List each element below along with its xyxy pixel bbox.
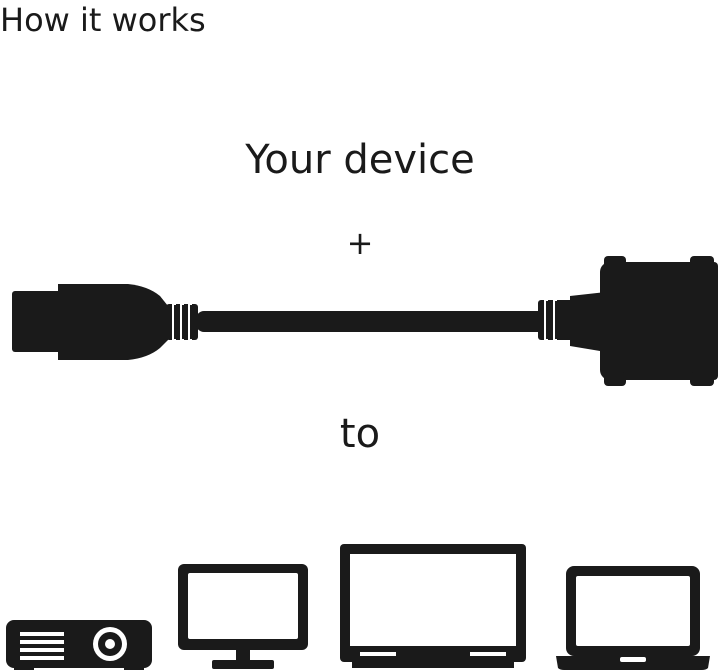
tv-icon — [340, 544, 526, 668]
monitor-icon — [178, 564, 308, 669]
device-label: Your device — [245, 137, 475, 183]
projector-icon — [6, 620, 152, 670]
adapter-cable-icon — [12, 256, 718, 386]
laptop-icon — [556, 566, 710, 670]
page-title: How it works — [0, 1, 206, 39]
to-label: to — [339, 411, 381, 457]
plus-sign: + — [346, 224, 374, 262]
